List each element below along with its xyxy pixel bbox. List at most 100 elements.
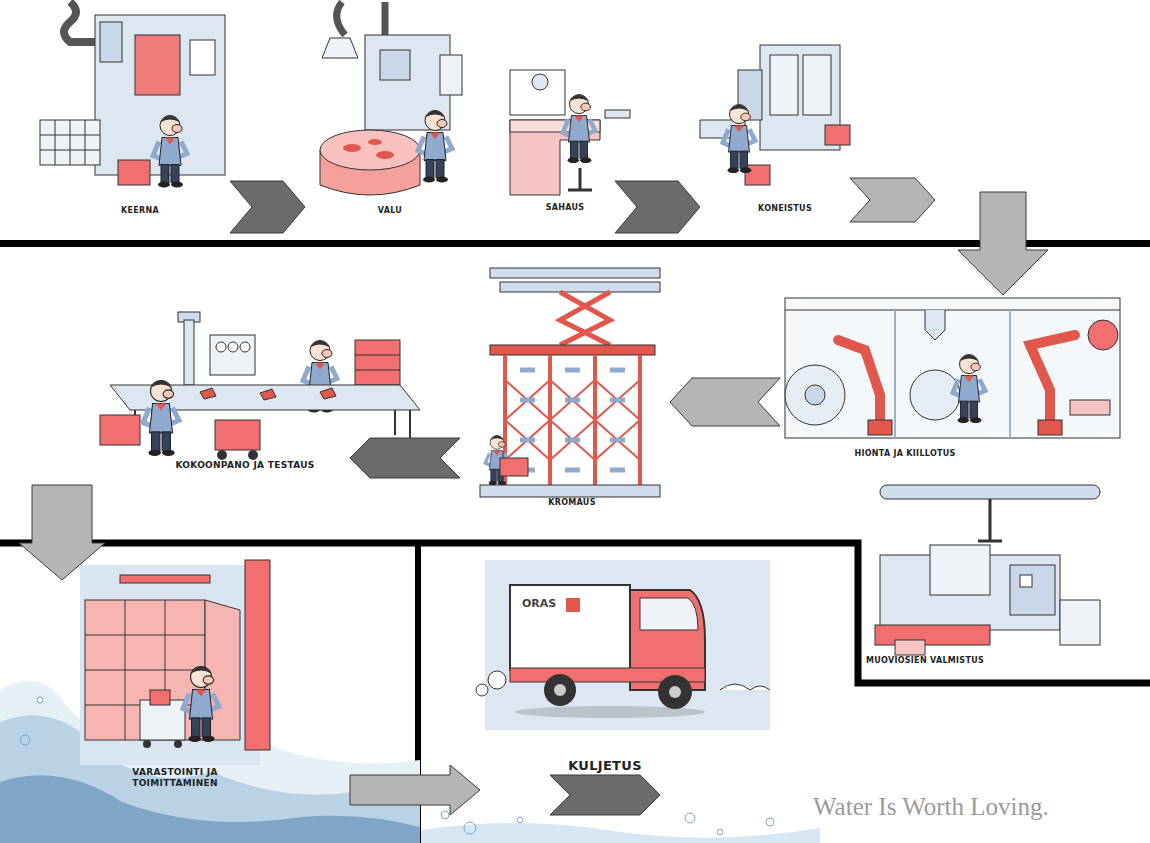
dust-cloud	[720, 684, 770, 690]
water-bubble	[20, 735, 30, 745]
water-bubble	[717, 829, 723, 835]
exhaust-puff	[476, 684, 488, 696]
logo-square	[566, 598, 580, 612]
crate-stack	[355, 340, 400, 385]
worker	[183, 666, 219, 742]
pipe	[64, 2, 95, 42]
flow-chevron	[550, 775, 660, 815]
cart	[215, 420, 260, 450]
slogan: Water Is Worth Loving.	[813, 793, 1049, 821]
rail	[500, 282, 660, 292]
plated-parts	[520, 370, 625, 470]
water-bubble	[685, 813, 695, 823]
worker	[953, 355, 985, 423]
process-step: KULJETUS	[480, 555, 780, 780]
machine	[95, 15, 225, 175]
machine-panel	[380, 50, 410, 80]
caption-block: VARASTOINTI JA TOIMITTAMINEN	[113, 767, 238, 790]
process-step: KONEISTUS	[700, 40, 850, 220]
scissor-lift	[560, 292, 610, 345]
robot-arm	[838, 340, 880, 425]
polishing-wheel	[1088, 320, 1118, 350]
rack-brace	[505, 380, 640, 460]
process-step: VALU	[305, 5, 470, 220]
worker	[153, 116, 187, 188]
step-caption: HIONTA JA KIILLOTUS	[805, 449, 1005, 459]
cart	[140, 700, 185, 740]
flow-arrow	[230, 181, 305, 233]
gantry	[880, 485, 1100, 499]
door	[245, 560, 270, 750]
test-rig	[184, 320, 194, 385]
ceiling	[785, 310, 1120, 311]
robot-base	[1038, 420, 1062, 435]
step-caption: KONEISTUS	[715, 204, 855, 214]
process-step: KROMAUS	[460, 265, 670, 515]
flow-arrow	[350, 438, 460, 478]
process-step: KEERNA	[40, 5, 230, 220]
ceiling-light	[120, 575, 210, 583]
wheel	[658, 675, 692, 709]
caption-block: MUOVIOSIEN VALMISTUS	[850, 656, 1000, 666]
box	[100, 415, 140, 445]
shelf	[85, 600, 205, 740]
pipe	[382, 2, 389, 35]
crate-stack	[355, 355, 400, 370]
robot-base	[868, 420, 892, 435]
step-caption: KROMAUS	[497, 498, 647, 508]
machine-panel	[100, 22, 122, 62]
cart-wheel	[217, 450, 227, 460]
worker	[143, 380, 179, 456]
water-bubble	[517, 817, 523, 823]
machine-window	[803, 55, 831, 115]
hopper	[925, 310, 945, 340]
flow-arrow	[615, 181, 700, 233]
crate	[40, 120, 100, 165]
machine-window	[770, 55, 798, 115]
process-step: VARASTOINTI JA TOIMITTAMINEN	[20, 580, 350, 795]
machine-base	[875, 625, 990, 645]
separator-line	[0, 240, 1150, 247]
caption-block: KROMAUS	[497, 498, 647, 508]
casting	[343, 144, 361, 152]
grinding-wheel	[785, 365, 845, 425]
worker	[418, 111, 452, 183]
wheel-hub	[554, 684, 566, 696]
wheel-hub	[805, 385, 825, 405]
saw-blade	[532, 74, 548, 90]
process-step: HIONTA JA KIILLOTUS	[780, 295, 1125, 465]
caption-block: KONEISTUS	[715, 204, 855, 214]
robot-cell	[785, 298, 1120, 438]
step-caption: SAHAUS	[510, 203, 620, 213]
cabinet	[1060, 600, 1100, 645]
shelf-grid	[85, 600, 205, 740]
step-caption: MUOVIOSIEN VALMISTUS	[850, 656, 1000, 666]
caption-block: KOKOONPANO JA TESTAUS	[135, 460, 355, 471]
exhaust-puff	[488, 671, 506, 689]
process-step: MUOVIOSIEN VALMISTUS	[860, 475, 1110, 670]
water-bubble	[766, 818, 774, 826]
process-step: SAHAUS	[500, 60, 615, 220]
caption-block: KEERNA	[50, 206, 230, 216]
hood	[322, 38, 358, 58]
water-bubble	[464, 822, 476, 834]
truck-cargo	[510, 585, 630, 670]
part	[605, 110, 630, 118]
truck-logo: ORAS	[522, 597, 556, 610]
step-caption: VALU	[315, 206, 465, 216]
cart-wheel	[143, 740, 151, 748]
machine-door	[135, 35, 180, 95]
glass-wall	[895, 310, 1010, 438]
box	[895, 640, 925, 655]
gauge	[216, 342, 226, 352]
crate-lattice	[40, 120, 100, 165]
flow-arrow	[19, 485, 105, 580]
wheel-hub	[669, 686, 681, 698]
worker	[723, 105, 755, 173]
parts-tray	[1070, 400, 1110, 415]
cart-wheel	[248, 450, 258, 460]
